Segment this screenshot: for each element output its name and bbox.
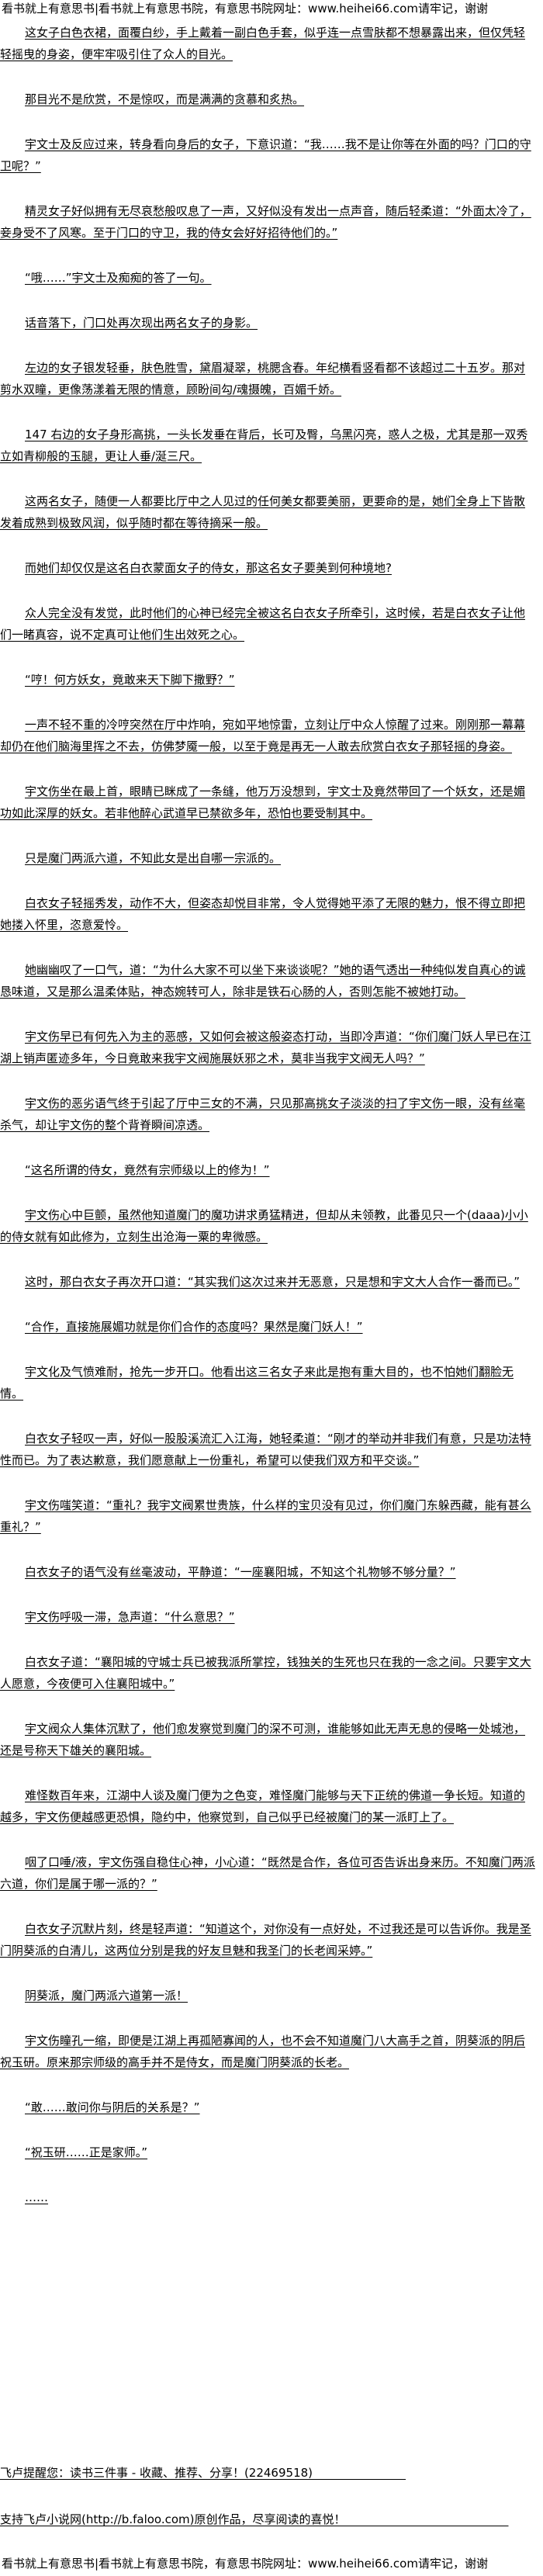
story-paragraph: 而她们却仅仅是这名白衣蒙面女子的侍女，那这名女子要美到何种境地? <box>25 561 392 575</box>
story-paragraph: 宇文伤瞳孔一缩，即便是江湖上再孤陋寡闻的人，也不会不知道魔门八大高手之首，阴葵派… <box>0 2034 526 2069</box>
chapter-content: 这女子白色衣裙，面覆白纱，手上戴着一副白色手套，似乎连一点雪肤都不想暴露出来，但… <box>0 22 535 2231</box>
story-paragraph: 白衣女子轻叹一声，好似一股股溪流汇入江海，她轻柔道：“刚才的举动并非我们有意，只… <box>0 1432 531 1467</box>
story-paragraph: “哼！何方妖女，竟敢来天下脚下撒野？” <box>25 673 235 687</box>
story-paragraph: 白衣女子轻摇秀发，动作不大，但姿态却悦目非常，令人觉得她平添了无限的魅力，恨不得… <box>0 896 526 932</box>
story-paragraph: “哦……”宇文士及痴痴的答了一句。 <box>25 271 212 285</box>
story-paragraph: 话音落下，门口处再次现出两名女子的身影。 <box>25 316 258 330</box>
site-banner-top: 看书就上有意思书|看书就上有意思书院，有意思书院网址：www.heihei66.… <box>2 2 488 16</box>
story-paragraph: “祝玉研……正是家师。” <box>25 2145 148 2159</box>
story-paragraph: 宇文阀众人集体沉默了，他们愈发察觉到魔门的深不可测，谁能够如此无声无息的侵略一处… <box>0 1722 526 1757</box>
story-paragraph: 精灵女子好似拥有无尽哀愁般叹息了一声，又好似没有发出一点声音，随后轻柔道：“外面… <box>0 204 531 240</box>
story-paragraph: 白衣女子道：“襄阳城的守城士兵已被我派所掌控，钱独关的生死也只在我的一念之间。只… <box>0 1655 531 1691</box>
story-paragraph: 只是魔门两派六道，不知此女是出自哪一宗派的。 <box>25 851 282 865</box>
story-paragraph: …… <box>25 2190 48 2204</box>
story-paragraph: 她幽幽叹了一口气，道：“为什么大家不可以坐下来谈谈呢？”她的语气透出一种纯似发自… <box>0 963 526 999</box>
story-paragraph: 咽了口唾/液，宇文伤强自稳住心神，小心道：“既然是合作，各位可否告诉出身来历。不… <box>0 1855 535 1891</box>
story-paragraph: 众人完全没有发觉，此时他们的心神已经完全被这名白衣女子所牵引，这时候，若是白衣女… <box>0 606 526 642</box>
story-paragraph: 宇文伤坐在最上首，眼睛已眯成了一条缝，他万万没想到，宇文士及竟然带回了一个妖女，… <box>0 784 526 820</box>
story-paragraph: 这时，那白衣女子再次开口道：“其实我们这次过来并无恶意，只是想和宇文大人合作一番… <box>25 1275 521 1289</box>
story-paragraph: “敢……敢问你与阴后的关系是？” <box>25 2100 200 2114</box>
story-paragraph: 宇文伤呼吸一滞，急声道：“什么意思？” <box>25 1610 235 1624</box>
story-paragraph: 宇文化及气愤难耐，抢先一步开口。他看出这三名女子来此是抱有重大目的，也不怕她们翻… <box>0 1365 514 1401</box>
story-paragraph: 左边的女子银发轻垂，肤色胜雪，黛眉凝翠，桃腮含春。年纪横看竖看都不该超过二十五岁… <box>0 361 526 396</box>
story-paragraph: 阴葵派，魔门两派六道第一派！ <box>25 1989 188 2003</box>
story-paragraph: 那目光不是欣赏，不是惊叹，而是满满的贪慕和炙热。 <box>25 92 305 106</box>
story-paragraph: “这名所谓的侍女，竟然有宗师级以上的修为！” <box>25 1163 270 1177</box>
story-paragraph: 这两名女子，随便一人都要比厅中之人见过的任何美女都要美丽，更要命的是，她们全身上… <box>0 494 526 530</box>
story-paragraph: 这女子白色衣裙，面覆白纱，手上戴着一副白色手套，似乎连一点雪肤都不想暴露出来，但… <box>0 26 526 61</box>
story-paragraph: “合作，直接施展媚功就是你们合作的态度吗？果然是魔门妖人！” <box>25 1320 363 1334</box>
story-paragraph: 宇文伤嗤笑道：“重礼？我宇文阀累世贵族，什么样的宝贝没有见过，你们魔门东躲西藏，… <box>0 1498 531 1534</box>
faloo-support-link[interactable]: 支持飞卢小说网(http://b.faloo.com)原创作品，尽享阅读的喜悦！ <box>0 2512 509 2526</box>
story-paragraph: 宇文伤早已有何先入为主的恶感，又如何会被这般姿态打动，当即冷声道：“你们魔门妖人… <box>0 1030 531 1065</box>
story-paragraph: 宇文士及反应过来，转身看向身后的女子，下意识道：“我……我不是让你等在外面的吗？… <box>0 137 531 173</box>
story-paragraph: 难怪数百年来，江湖中人谈及魔门便为之色变，难怪魔门能够与天下正统的佛道一争长短。… <box>0 1788 526 1824</box>
story-paragraph: 一声不轻不重的冷哼突然在厅中炸响，宛如平地惊雷，立刻让厅中众人惊醒了过来。刚刚那… <box>0 718 526 753</box>
faloo-reminder: 飞卢提醒您：读书三件事 - 收藏、推荐、分享！(22469518) <box>0 2466 406 2480</box>
story-paragraph: 白衣女子的语气没有丝毫波动，平静道：“一座襄阳城，不知这个礼物够不够分量？” <box>25 1565 456 1579</box>
story-paragraph: 147 右边的女子身形高挑，一头长发垂在背后，长可及臀，乌黑闪亮，惑人之极，尤其… <box>0 428 528 463</box>
story-paragraph: 宇文伤的恶劣语气终于引起了厅中三女的不满，只见那高挑女子淡淡的扫了宇文伤一眼，没… <box>0 1096 526 1132</box>
story-paragraph: 白衣女子沉默片刻，终是轻声道：“知道这个，对你没有一点好处，不过我还是可以告诉你… <box>0 1922 531 1958</box>
site-banner-bottom: 看书就上有意思书|看书就上有意思书院，有意思书院网址：www.heihei66.… <box>2 2557 488 2571</box>
story-paragraph: 宇文伤心中巨颤，虽然他知道魔门的魔功讲求勇猛精进，但却从未领教，此番见只一个(d… <box>0 1208 528 1244</box>
